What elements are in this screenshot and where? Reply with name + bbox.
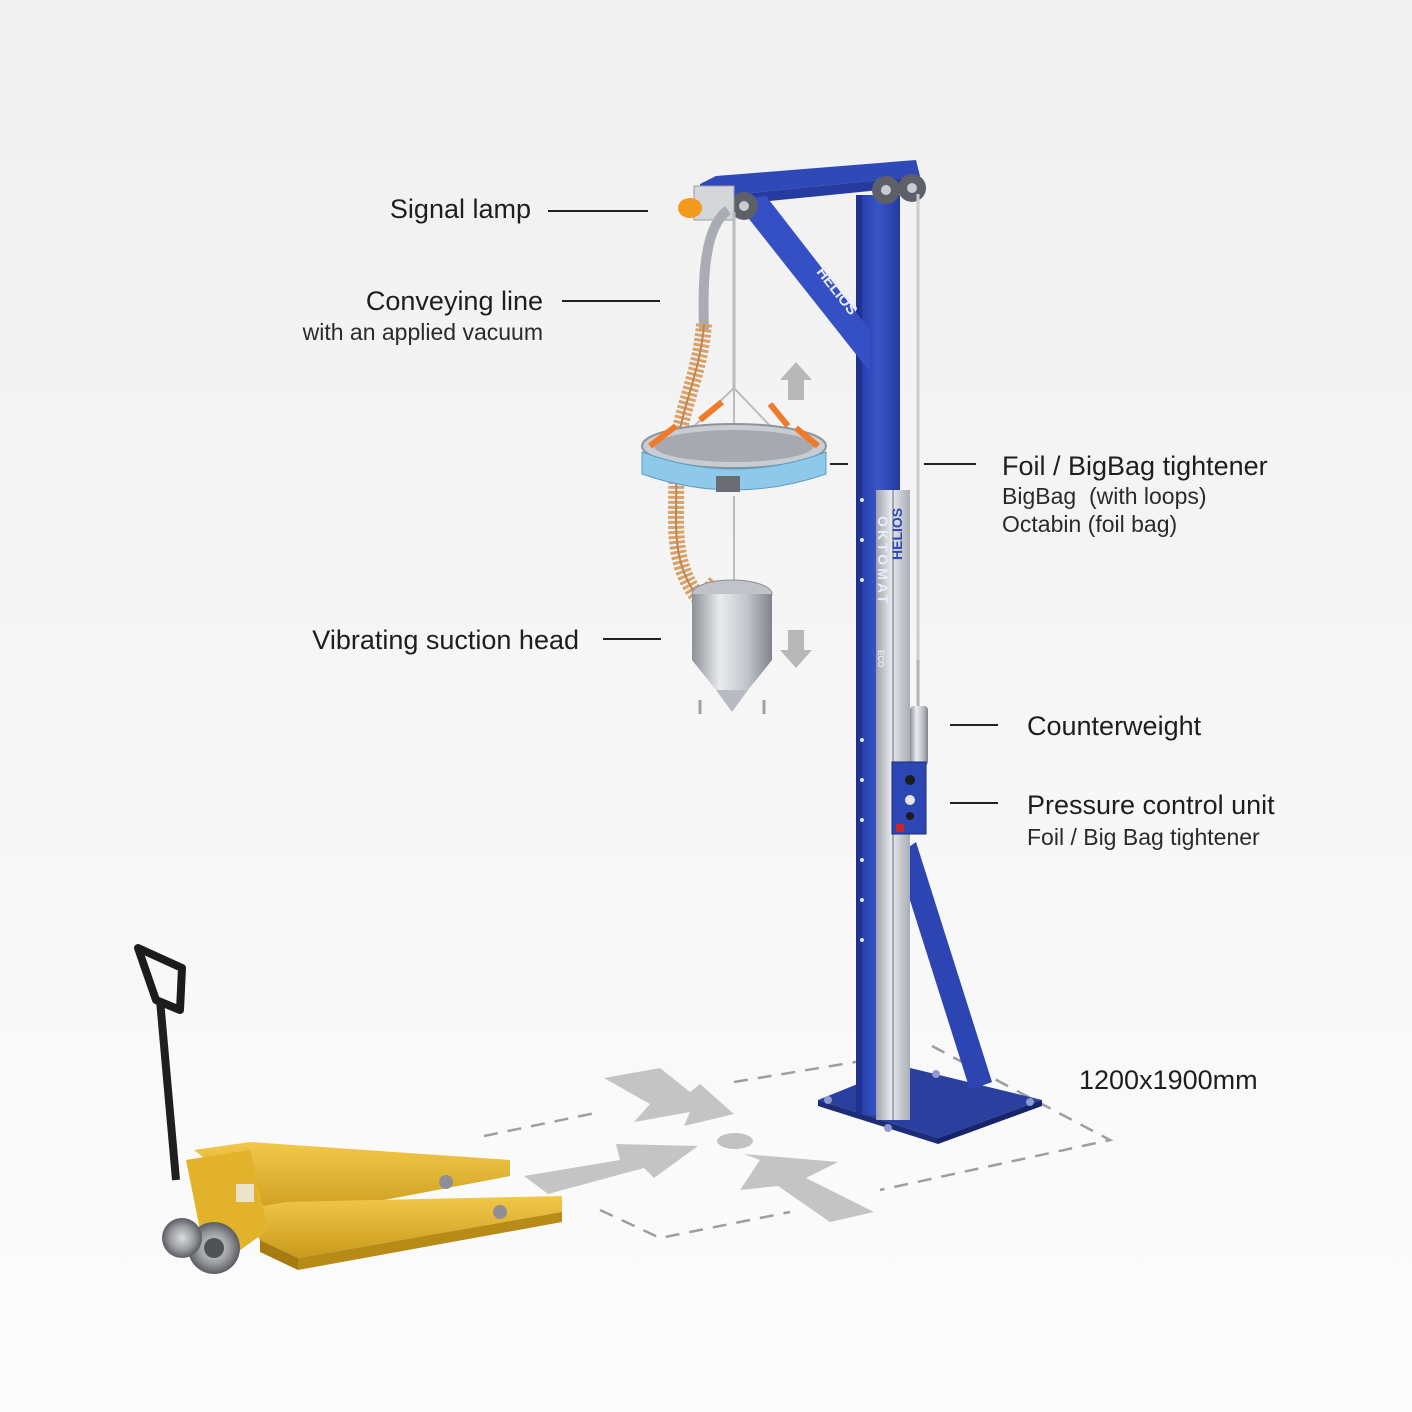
vibrating-suction-head	[691, 496, 773, 714]
label-conveying-line-sub: with an applied vacuum	[302, 319, 543, 345]
leader-line	[548, 210, 648, 212]
floor-arrow-icon	[604, 1068, 734, 1126]
leader-line	[950, 802, 998, 804]
rear-strut	[896, 842, 992, 1090]
leader-line	[924, 463, 976, 465]
label-tightener-sub2: Octabin (foil bag)	[1002, 511, 1178, 537]
leader-line	[562, 300, 660, 302]
top-beam	[700, 160, 920, 196]
floor-arrow-icon	[524, 1144, 698, 1194]
leader-line	[830, 463, 848, 465]
floor-marking	[483, 1044, 1114, 1240]
leader-line	[950, 724, 998, 726]
pulley	[730, 174, 926, 220]
bigbag-tightener-ring	[641, 387, 827, 492]
counterweight	[910, 660, 928, 766]
product-name: OKTOMAT	[875, 516, 891, 606]
leader-line	[603, 638, 661, 640]
up-arrow-icon	[780, 362, 812, 400]
floor-arrow-icon	[740, 1154, 874, 1222]
label-pressure-control-unit: Pressure control unit	[1027, 790, 1275, 820]
signal-lamp-icon	[678, 198, 702, 218]
label-tightener-sub1: BigBag (with loops)	[1002, 483, 1207, 509]
label-tightener: Foil / BigBag tightener	[1002, 451, 1268, 481]
label-vibrating-suction-head: Vibrating suction head	[312, 625, 579, 655]
label-conveying-line: Conveying line	[365, 286, 543, 316]
product-edition: ECO	[876, 650, 885, 667]
base-plate	[818, 1066, 1042, 1144]
helios-logo-column: HELIOS	[889, 508, 905, 560]
label-signal-lamp: Signal lamp	[389, 194, 531, 224]
label-dimensions: 1200x1900mm	[1079, 1065, 1258, 1095]
label-counterweight: Counterweight	[1027, 711, 1202, 741]
pallet-truck	[134, 944, 562, 1274]
floor-center-dot	[717, 1133, 753, 1149]
diagonal-brace	[734, 196, 870, 372]
label-pressure-control-unit-sub: Foil / Big Bag tightener	[1027, 824, 1260, 850]
wheel-icon	[162, 1218, 202, 1258]
down-arrow-icon	[780, 630, 812, 668]
pressure-control-unit	[891, 761, 927, 835]
